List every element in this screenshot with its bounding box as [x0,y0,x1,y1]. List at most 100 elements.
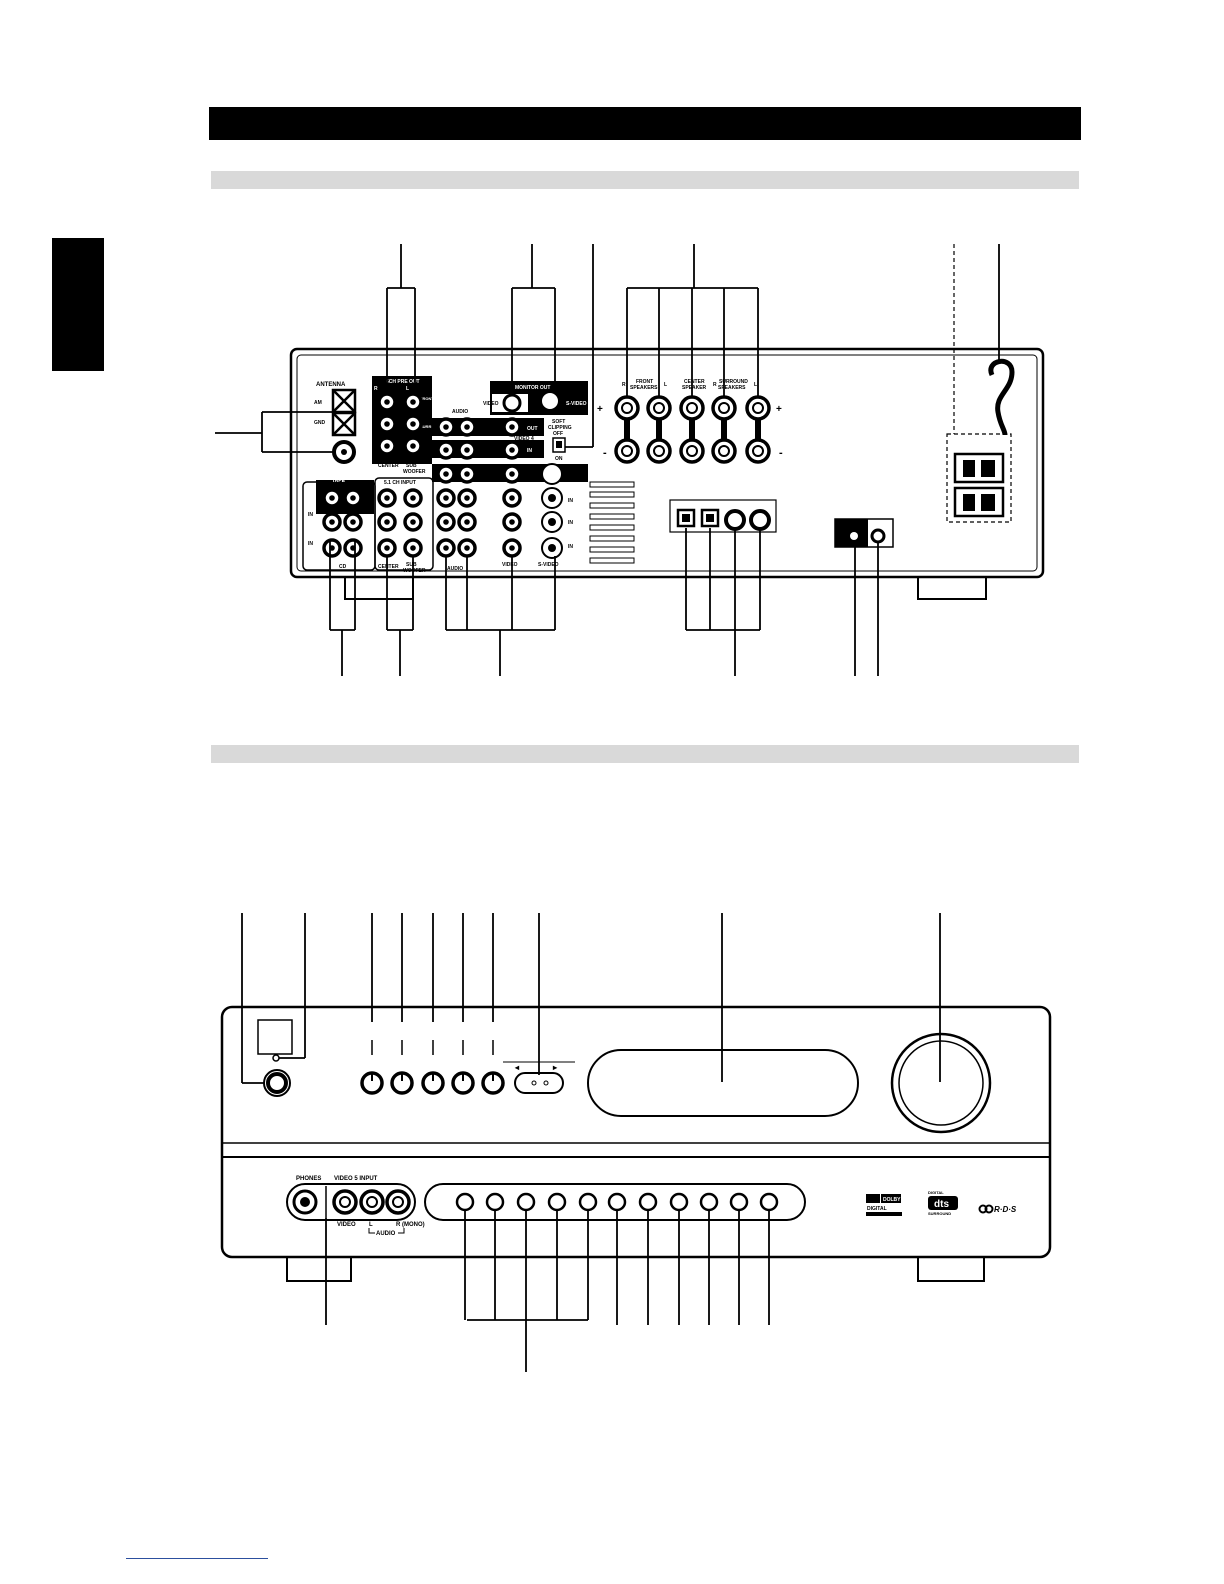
av-jack-top-8-pin [509,471,515,477]
svg-text:DIGITAL: DIGITAL [928,1190,944,1195]
speaker-post-1-0 [646,395,672,421]
speaker-post-bar-1 [656,404,662,450]
speaker-post-3-1 [711,438,737,464]
preout-jack-1-pin [410,399,416,405]
tape-cd-jack-1-pin [350,495,356,501]
svg-text:▸: ▸ [552,1063,558,1072]
power-button-inner [266,1072,288,1094]
monitor-out-block: MONITOR OUT VIDEO S-VIDEO [483,381,588,415]
av-jack-top-6-pin [443,471,449,477]
svg-text:IN: IN [568,520,573,526]
speaker-post-inner-3-1 [718,445,730,457]
svg-text:IN: IN [568,498,573,504]
svideo-jack-top [541,463,563,485]
front-button-0 [455,1192,475,1212]
svg-text:5.1 CH INPUT: 5.1 CH INPUT [384,480,416,486]
ch51-jack-1-pin [410,495,416,501]
svg-text:+: + [597,404,603,415]
front-button-8 [699,1192,719,1212]
svg-text:6CH PRE OUT: 6CH PRE OUT [386,379,420,385]
svg-text:◂: ◂ [514,1063,520,1072]
svg-text:SPEAKERS: SPEAKERS [718,385,746,391]
rear-callout-lines [215,244,1000,676]
ch51-jack-3-pin [410,519,416,525]
ch51-input-block: 5.1 CH INPUT CENTER SUB WOOFER [374,477,434,574]
av-jack-r2-c1-pin [464,545,470,551]
antenna-gnd-label: GND [314,420,326,426]
tape-cd-jack-2-pin [329,519,335,525]
phones-jack-pin [300,1197,310,1207]
rds-logo: R·D·S [978,1204,1017,1214]
svg-text:FRONT: FRONT [420,396,434,401]
svg-text:IN: IN [308,541,313,547]
speaker-post-2-0 [679,395,705,421]
power-indicator [272,1054,280,1062]
front-button-10 [759,1192,779,1212]
svg-text:VIDEO 5 INPUT: VIDEO 5 INPUT [334,1176,378,1182]
rear-jacks-group [322,392,771,559]
av-jack-top-5-pin [509,447,515,453]
svg-text:R: R [713,382,717,388]
svg-text:DOLBY: DOLBY [883,1197,901,1203]
svg-text:SOFT: SOFT [552,419,565,425]
svg-text:S-VIDEO: S-VIDEO [566,401,587,407]
footer-rule [126,1558,268,1559]
antenna-terminal: ANTENNA AM GND [314,382,357,464]
av-jack-r1-c0-pin [443,519,449,525]
svg-text:L: L [754,382,757,388]
speaker-post-inner-3-0 [718,402,730,414]
ac-outlet-2-slot-b [981,494,995,511]
svg-text:L: L [369,1222,373,1228]
front-foot-right [917,1256,985,1282]
speaker-post-4-0 [745,395,771,421]
svg-text:SPEAKER: SPEAKER [682,385,707,391]
front-labels: PHONES VIDEO 5 INPUT VIDEO L R (MONO) AU… [296,1061,575,1237]
svg-text:R: R [622,382,626,388]
svg-text:AUDIO: AUDIO [376,1231,396,1237]
selector-knob-0 [360,1071,384,1095]
speaker-post-1-1 [646,438,672,464]
preout-jack-2-pin [384,421,390,427]
preout-jack-3-pin [410,421,416,427]
svg-text:VIDEO 4: VIDEO 4 [514,436,534,442]
svideo-jack-pin-1 [548,518,556,526]
svideo-jack-pin-0 [548,494,556,502]
speaker-post-inner-1-1 [653,445,665,457]
svg-text:CENTER: CENTER [378,463,399,469]
svg-text:R (MONO): R (MONO) [396,1222,425,1228]
svg-text:SURR: SURR [420,424,431,429]
speaker-post-inner-4-0 [752,402,764,414]
speaker-labels: FRONT SPEAKERS R L CENTER SPEAKER SURROU… [597,379,783,459]
ac-outlet-1-slot-b [981,460,995,477]
av-jack-top-0-pin [443,424,449,430]
language-side-tab [52,238,104,371]
svg-text:OFF: OFF [553,431,563,437]
front-panel [220,1005,1052,1282]
speaker-post-inner-4-1 [752,445,764,457]
svg-text:-: - [603,447,607,459]
svg-text:VIDEO: VIDEO [502,562,518,568]
svg-text:WOOFER: WOOFER [403,469,426,475]
av-jack-r2-c2-pin [509,545,515,551]
front-button-4 [578,1192,598,1212]
av-jack-top-4-pin [464,447,470,453]
remote-jacks-block [834,518,894,548]
front-button-3 [547,1192,567,1212]
svg-text:IN: IN [308,512,313,518]
svg-text:R·D·S: R·D·S [994,1205,1017,1214]
speaker-post-bar-4 [755,404,761,450]
front-panel-section-bar [211,745,1079,763]
front-button-2 [516,1192,536,1212]
av-jack-top-3-pin [443,447,449,453]
av-jack-r0-c0-pin [443,495,449,501]
av-jack-r0-c2-pin [509,495,515,501]
preout-jack-4-pin [384,443,390,449]
svg-text:ON: ON [555,456,563,462]
svg-text:+: + [776,404,782,415]
av-jack-r1-c2-pin [509,519,515,525]
svg-text:R: R [374,386,378,392]
svg-text:DIGITAL: DIGITAL [867,1206,887,1212]
video5-jack-housing [286,1183,416,1221]
antenna-am-label: AM [314,400,322,406]
